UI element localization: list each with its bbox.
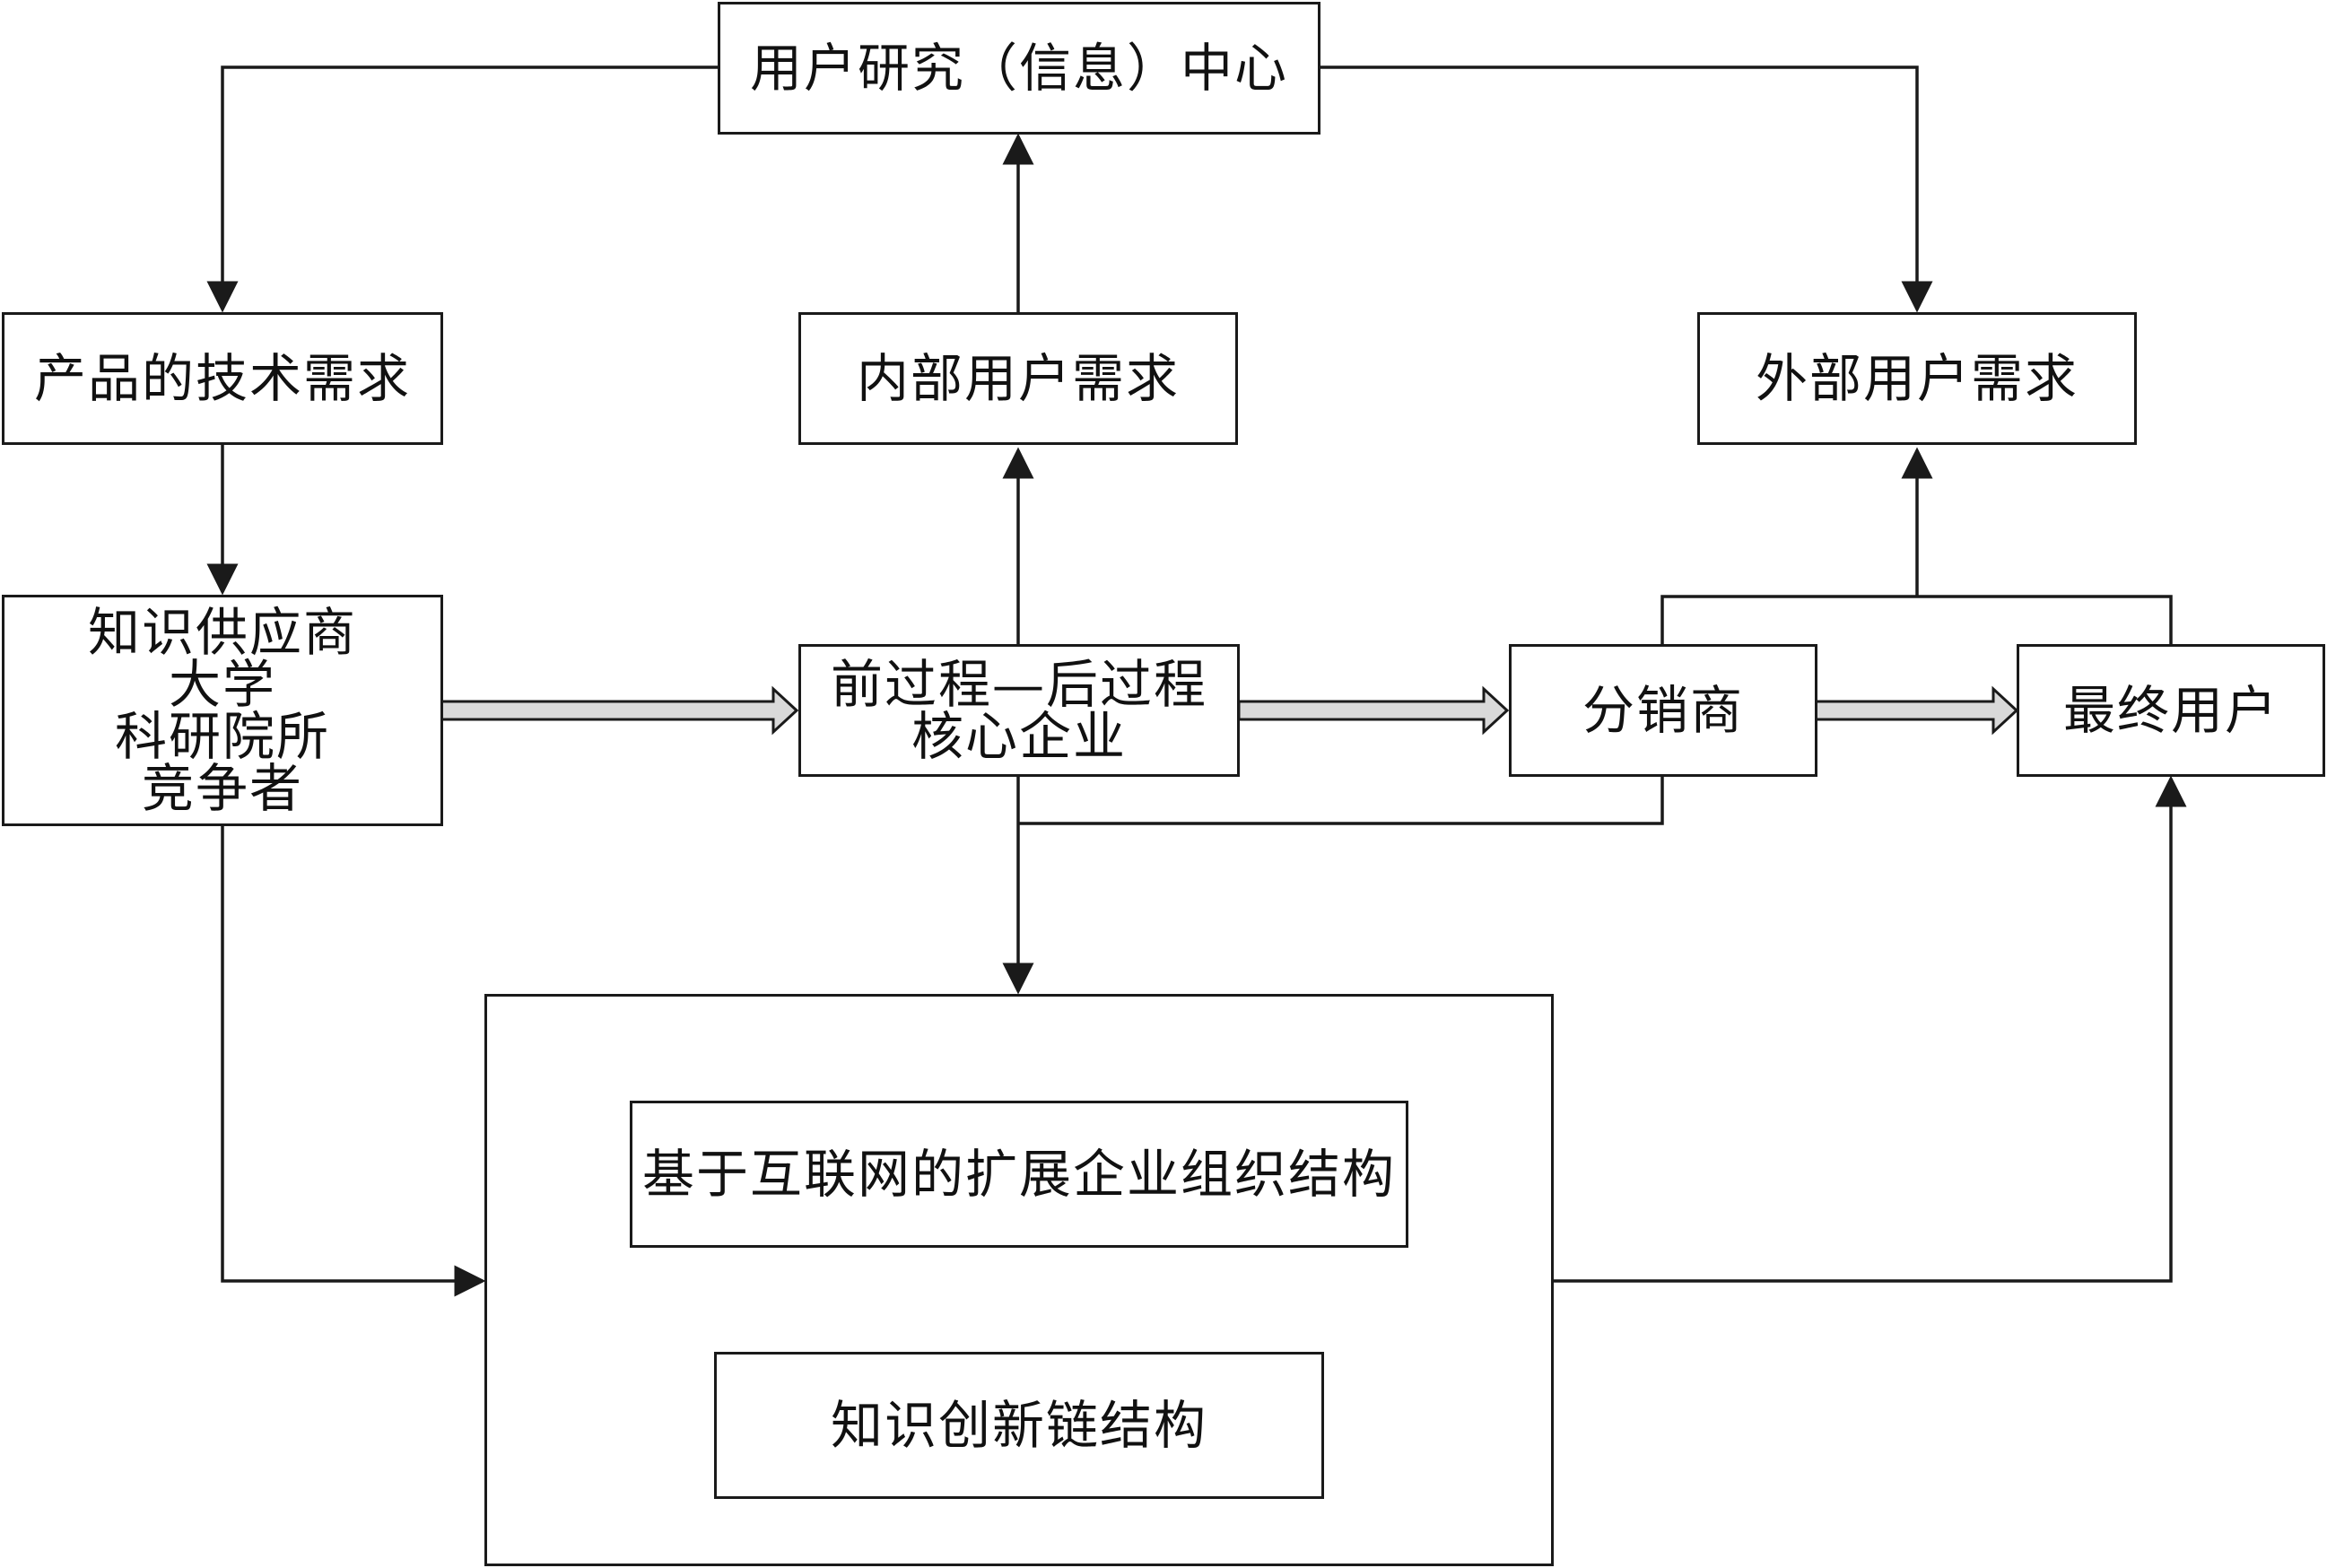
arrow-research-to-tech-demand [206,65,718,313]
end-user-label: 最终用户 [2062,680,2279,741]
tech-demand-label: 产品的技术需求 [33,348,411,409]
distributor-label: 分销商 [1582,680,1744,741]
innovation-chain-box: 知识创新链结构 [714,1352,1324,1499]
arrow-org-to-enduser [1554,775,2187,1283]
tech-demand-box: 产品的技术需求 [2,312,443,445]
internal-demand-label: 内部用户需求 [856,348,1180,409]
core-process-line: 前过程—后过程 [830,654,1207,715]
arrow-research-to-external-demand [1320,65,1933,313]
innovation-chain-label: 知识创新链结构 [830,1395,1207,1456]
external-demand-box: 外部用户需求 [1697,312,2137,445]
user-research-center-box: 用户研究（信息）中心 [718,2,1320,135]
knowledge-suppliers-box: 知识供应商 大学 科研院所 竞争者 [2,595,443,826]
competitor-line: 竞争者 [141,758,303,819]
core-enterprise-line: 核心企业 [911,706,1127,767]
bracket-distributor-enduser [1660,595,2173,644]
user-research-center-label: 用户研究（信息）中心 [749,38,1288,99]
arrow-suppliers-to-org [221,825,486,1297]
research-institute-line: 科研院所 [114,706,330,767]
knowledge-supplier-line: 知识供应商 [87,602,357,663]
flow-arrow-core-to-distributor [1237,685,1510,736]
core-enterprise-box: 前过程—后过程 核心企业 [798,644,1240,777]
flow-arrow-suppliers-to-core [440,685,799,736]
internal-demand-box: 内部用户需求 [798,312,1238,445]
extended-org-label: 基于互联网的扩展企业组织结构 [641,1144,1396,1205]
extended-org-box: 基于互联网的扩展企业组织结构 [630,1101,1408,1248]
distributor-box: 分销商 [1509,644,1817,777]
flow-arrow-distributor-to-enduser [1814,685,2019,736]
end-user-box: 最终用户 [2017,644,2325,777]
external-demand-label: 外部用户需求 [1755,348,2079,409]
university-line: 大学 [168,654,276,715]
line-distributor-down [1018,776,1664,825]
